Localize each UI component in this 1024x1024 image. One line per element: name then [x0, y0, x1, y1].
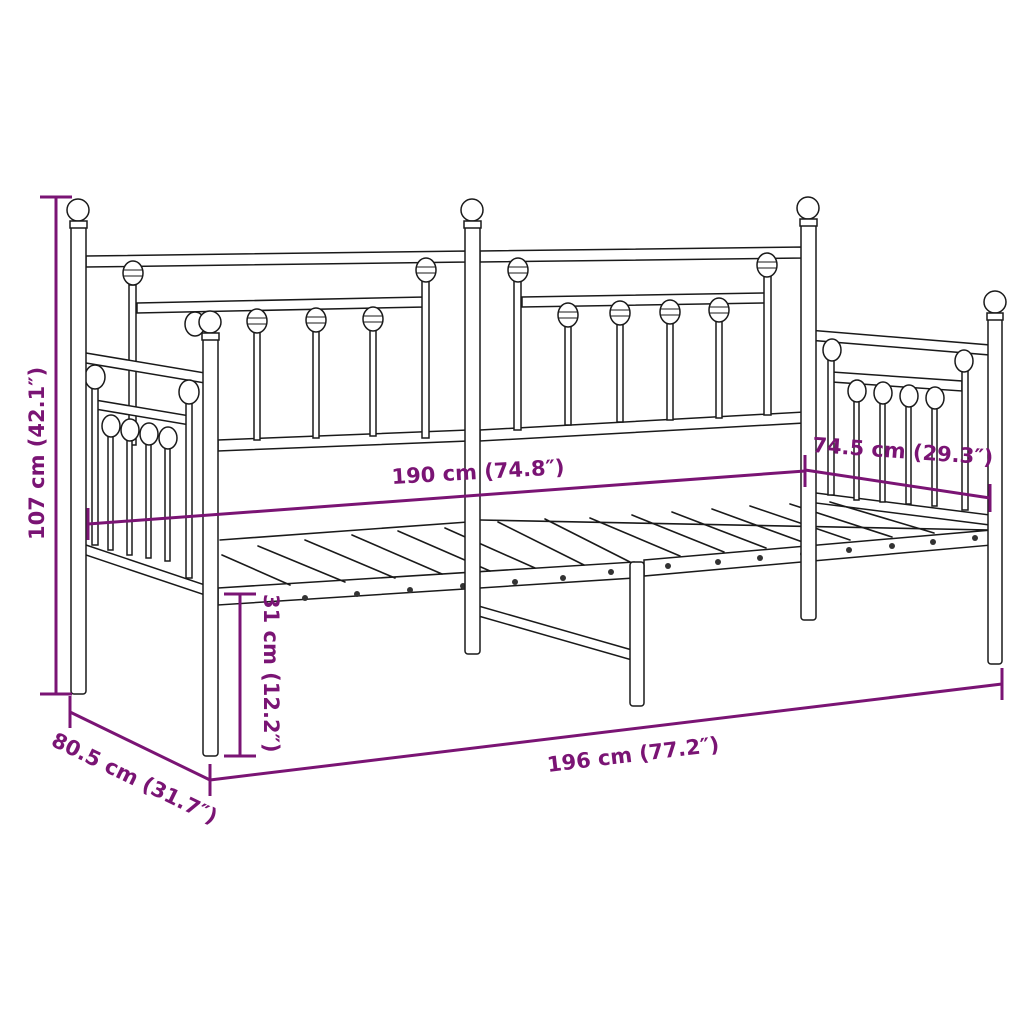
right-side-panel	[807, 329, 991, 526]
back-panel-right	[479, 246, 805, 442]
height-label: 107 cm (42.1″)	[25, 367, 49, 540]
mattress-length-label: 190 cm (74.8″)	[391, 455, 565, 489]
dimension-total-width: 80.5 cm (31.7″)	[48, 696, 221, 829]
posts	[66, 196, 1007, 757]
daybed-drawing	[66, 196, 1007, 757]
dimension-clearance: 31 cm (12.2″)	[224, 592, 283, 758]
dimension-total-length: 196 cm (77.2″)	[209, 668, 1004, 782]
dimension-mattress-length: 190 cm (74.8″)	[86, 455, 807, 540]
left-side-panel	[79, 351, 206, 597]
dimension-height: 107 cm (42.1″)	[25, 195, 72, 696]
back-panel-left	[85, 250, 469, 452]
slatted-base	[217, 501, 993, 661]
clearance-label: 31 cm (12.2″)	[259, 594, 283, 753]
total-length-label: 196 cm (77.2″)	[546, 732, 721, 777]
